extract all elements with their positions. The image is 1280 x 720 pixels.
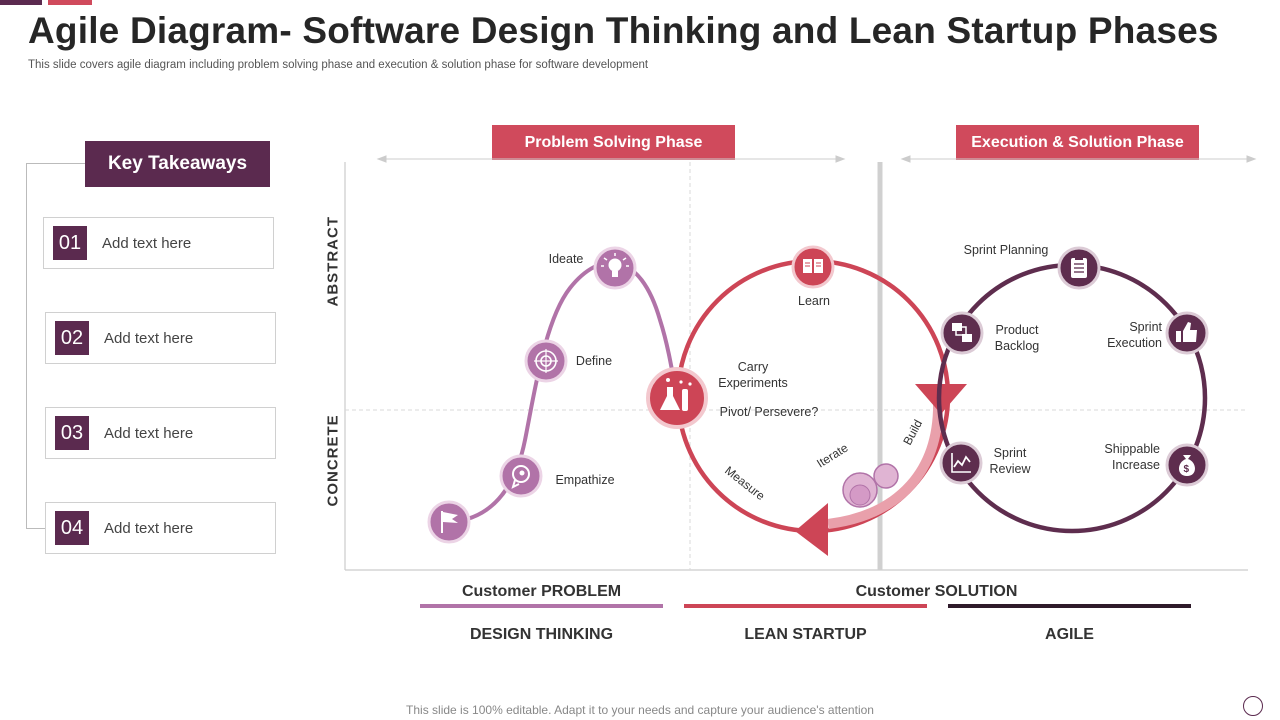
takeaway-item-2[interactable]: 02 Add text here bbox=[45, 312, 276, 364]
chart-icon bbox=[939, 441, 983, 485]
iterate-bubble bbox=[849, 484, 871, 506]
takeaway-item-3[interactable]: 03 Add text here bbox=[45, 407, 276, 459]
lean-startup-label: LEAN STARTUP bbox=[744, 626, 867, 643]
concrete-axis-label: CONCRETE bbox=[324, 414, 342, 507]
money-bag-icon: $ bbox=[1165, 443, 1209, 487]
takeaway-text[interactable]: Add text here bbox=[104, 329, 194, 347]
svg-text:$: $ bbox=[1184, 464, 1190, 475]
takeaway-number: 01 bbox=[53, 226, 87, 260]
takeaway-text[interactable]: Add text here bbox=[104, 424, 194, 442]
customer-problem-label: Customer PROBLEM bbox=[461, 583, 622, 600]
sprint-review-label: Sprint Review bbox=[989, 446, 1031, 476]
takeaway-item-1[interactable]: 01 Add text here bbox=[43, 217, 274, 269]
corner-circle-icon bbox=[1243, 696, 1263, 716]
brain-icon bbox=[499, 454, 543, 498]
takeaway-number: 04 bbox=[55, 511, 89, 545]
empathize-label: Empathize bbox=[555, 473, 615, 487]
lean-startup-bar bbox=[684, 604, 927, 608]
thumbs-up-icon bbox=[1165, 311, 1209, 355]
ideate-label: Ideate bbox=[548, 252, 584, 266]
flag-icon bbox=[427, 500, 471, 544]
shippable-increase-label: Shippable Increase bbox=[1104, 442, 1160, 472]
flask-icon bbox=[646, 367, 708, 429]
key-takeaways-heading: Key Takeaways bbox=[85, 141, 270, 187]
takeaway-item-4[interactable]: 04 Add text here bbox=[45, 502, 276, 554]
agile-loop bbox=[936, 262, 1208, 534]
clipboard-icon bbox=[1057, 246, 1101, 290]
learn-label: Learn bbox=[798, 294, 830, 308]
target-icon bbox=[524, 339, 568, 383]
design-thinking-bar bbox=[420, 604, 663, 608]
define-label: Define bbox=[575, 354, 613, 368]
takeaway-text[interactable]: Add text here bbox=[104, 519, 194, 537]
sprint-planning-label: Sprint Planning bbox=[963, 243, 1049, 257]
build-label: Build bbox=[900, 417, 925, 447]
takeaway-number: 02 bbox=[55, 321, 89, 355]
page-title: Agile Diagram- Software Design Thinking … bbox=[28, 10, 1219, 51]
pivot-persevere-label: Pivot/ Persevere? bbox=[719, 405, 819, 419]
abstract-axis-label: ABSTRACT bbox=[324, 216, 342, 307]
arrowhead-measure bbox=[795, 503, 828, 556]
execution-phase-label: Execution & Solution Phase bbox=[956, 125, 1199, 160]
footer-note: This slide is 100% editable. Adapt it to… bbox=[406, 703, 874, 717]
measure-label: Measure bbox=[722, 463, 768, 503]
sprint-execution-label: Sprint Execution bbox=[1107, 320, 1162, 350]
iterate-label: Iterate bbox=[814, 440, 851, 470]
top-accent-bar-dark bbox=[0, 0, 42, 5]
problem-solving-phase-label: Problem Solving Phase bbox=[492, 125, 735, 160]
lightbulb-icon bbox=[593, 246, 637, 290]
backlog-icon bbox=[940, 311, 984, 355]
takeaway-number: 03 bbox=[55, 416, 89, 450]
book-icon bbox=[791, 245, 835, 289]
carry-experiments-label: Carry Experiments bbox=[718, 360, 788, 390]
takeaway-text[interactable]: Add text here bbox=[102, 234, 192, 252]
build-arc bbox=[827, 399, 944, 529]
top-accent-bar-red bbox=[48, 0, 92, 5]
product-backlog-label: Product Backlog bbox=[994, 323, 1040, 353]
design-thinking-label: DESIGN THINKING bbox=[469, 626, 614, 643]
customer-solution-label: Customer SOLUTION bbox=[855, 583, 1018, 600]
phase-range-arrows bbox=[376, 155, 1257, 163]
agile-label: AGILE bbox=[1045, 626, 1094, 643]
iterate-bubble bbox=[873, 463, 899, 489]
agile-bar bbox=[948, 604, 1191, 608]
page-subtitle: This slide covers agile diagram includin… bbox=[28, 59, 649, 71]
